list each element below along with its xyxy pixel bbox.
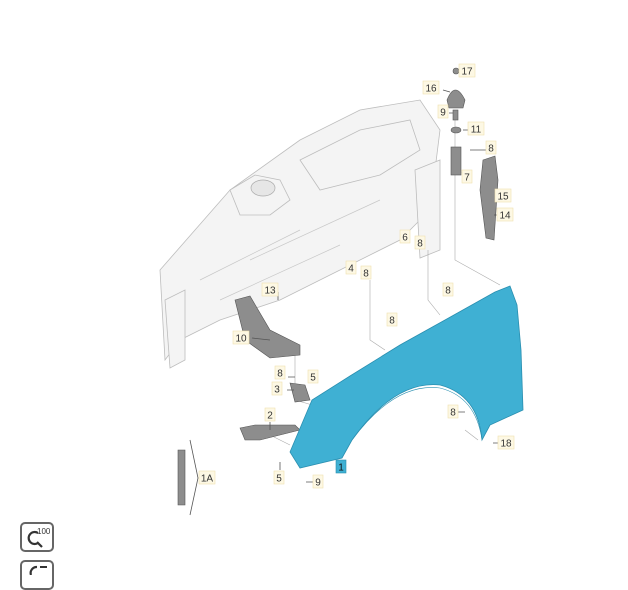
callout-text: 9 — [315, 478, 321, 489]
callout-main-part-1[interactable]: 1 — [335, 459, 347, 474]
callout-text: 10 — [235, 334, 247, 345]
callout-box — [312, 474, 324, 489]
callout-box — [360, 265, 372, 280]
callout-c4[interactable]: 4 — [345, 260, 357, 275]
callout-box — [274, 365, 286, 380]
callout-c8c[interactable]: 8 — [360, 265, 372, 280]
callout-text: 15 — [497, 192, 509, 203]
callout-c18[interactable]: 18 — [497, 435, 515, 450]
callout-c7[interactable]: 7 — [461, 169, 473, 184]
callout-box — [261, 282, 279, 297]
callout-box — [198, 470, 216, 485]
callout-c16[interactable]: 16 — [422, 80, 440, 95]
callout-text: 8 — [363, 269, 369, 280]
callout-text: 5 — [276, 474, 282, 485]
fender-part-1[interactable] — [289, 285, 524, 469]
callout-box — [437, 104, 449, 119]
callout-text: 13 — [264, 286, 276, 297]
part-7-bracket — [450, 146, 462, 176]
callout-c8f[interactable]: 8 — [274, 365, 286, 380]
callout-box — [497, 435, 515, 450]
callout-text: 16 — [425, 84, 437, 95]
callout-box — [467, 121, 485, 136]
callout-box — [335, 459, 347, 474]
callout-text: 9 — [440, 108, 446, 119]
callout-text: 4 — [348, 264, 354, 275]
callout-text: 8 — [488, 144, 494, 155]
callout-text: 1A — [201, 474, 214, 485]
callout-c5b[interactable]: 5 — [273, 470, 285, 485]
callout-box — [485, 140, 497, 155]
callout-c10[interactable]: 10 — [232, 330, 250, 345]
part-10-bracket — [234, 295, 301, 359]
callout-c11[interactable]: 11 — [467, 121, 485, 136]
car-body-structure — [159, 99, 441, 369]
callout-text: 8 — [450, 408, 456, 419]
callout-text: 14 — [499, 211, 511, 222]
callout-box — [458, 63, 476, 78]
callout-text: 2 — [267, 411, 273, 422]
part-3-plate — [289, 382, 311, 403]
callout-box — [264, 407, 276, 422]
callout-c8a[interactable]: 8 — [485, 140, 497, 155]
callout-text: 17 — [461, 67, 473, 78]
callout-c8g[interactable]: 8 — [447, 404, 459, 419]
callout-box — [271, 381, 283, 396]
part-14-strip — [479, 155, 499, 241]
callout-box — [496, 207, 514, 222]
callout-c6[interactable]: 6 — [399, 229, 411, 244]
callout-c13[interactable]: 13 — [261, 282, 279, 297]
zoom-level: 100 — [37, 527, 51, 536]
callout-box — [414, 235, 426, 250]
part-16-cap — [446, 89, 466, 109]
callout-text: 8 — [389, 316, 395, 327]
callout-box — [447, 404, 459, 419]
callout-c3[interactable]: 3 — [271, 381, 283, 396]
callout-box — [232, 330, 250, 345]
callout-box — [386, 312, 398, 327]
callout-text: 8 — [277, 369, 283, 380]
list-button[interactable] — [20, 560, 54, 590]
callout-box — [461, 169, 473, 184]
callout-box — [422, 80, 440, 95]
callout-box — [307, 369, 319, 384]
callout-c15[interactable]: 15 — [494, 188, 512, 203]
callout-c8b[interactable]: 8 — [414, 235, 426, 250]
callout-c9a[interactable]: 9 — [437, 104, 449, 119]
callout-text: 5 — [310, 373, 316, 384]
callout-c14[interactable]: 14 — [496, 207, 514, 222]
callout-text: 7 — [464, 173, 470, 184]
callout-box — [273, 470, 285, 485]
callout-c17[interactable]: 17 — [458, 63, 476, 78]
callout-c9b[interactable]: 9 — [312, 474, 324, 489]
callout-text: 6 — [402, 233, 408, 244]
callout-c2[interactable]: 2 — [264, 407, 276, 422]
callout-text: 1 — [338, 463, 344, 474]
zoom-magnifier-icon — [27, 530, 43, 548]
callout-c8d[interactable]: 8 — [442, 282, 454, 297]
zoom-100-button[interactable]: 100 — [20, 522, 54, 552]
callout-text: 8 — [445, 286, 451, 297]
list-icon — [29, 565, 47, 575]
callout-text: 11 — [471, 125, 482, 136]
callout-box — [399, 229, 411, 244]
part-1A-clips — [177, 449, 186, 506]
callout-c8e[interactable]: 8 — [386, 312, 398, 327]
callout-box — [494, 188, 512, 203]
callout-text: 3 — [274, 385, 280, 396]
callout-text: 8 — [417, 239, 423, 250]
callout-c1A[interactable]: 1A — [198, 470, 216, 485]
callout-text: 18 — [500, 439, 512, 450]
callout-c5a[interactable]: 5 — [307, 369, 319, 384]
callout-box — [345, 260, 357, 275]
callout-box — [442, 282, 454, 297]
